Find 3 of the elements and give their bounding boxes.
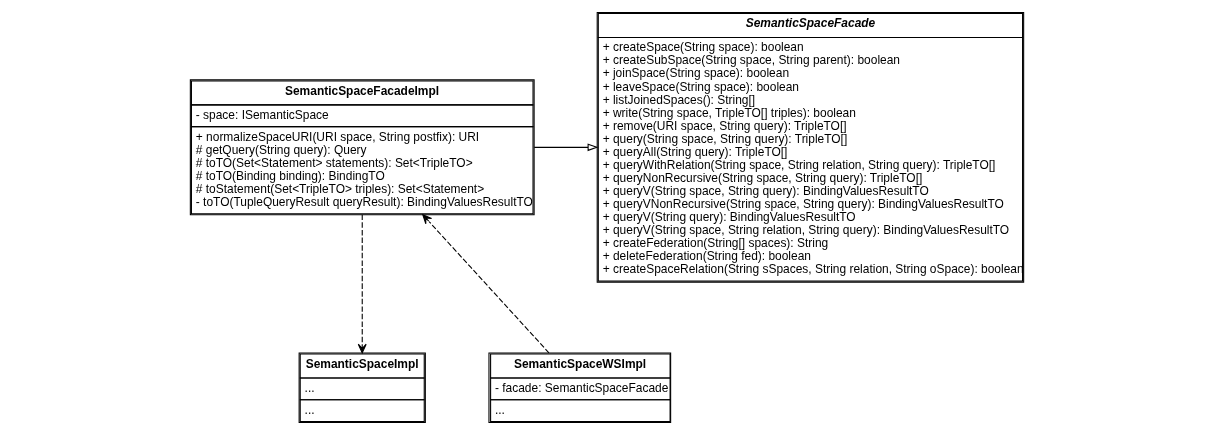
arrow — [357, 214, 367, 354]
arrow — [421, 214, 549, 354]
arrow — [533, 143, 598, 152]
